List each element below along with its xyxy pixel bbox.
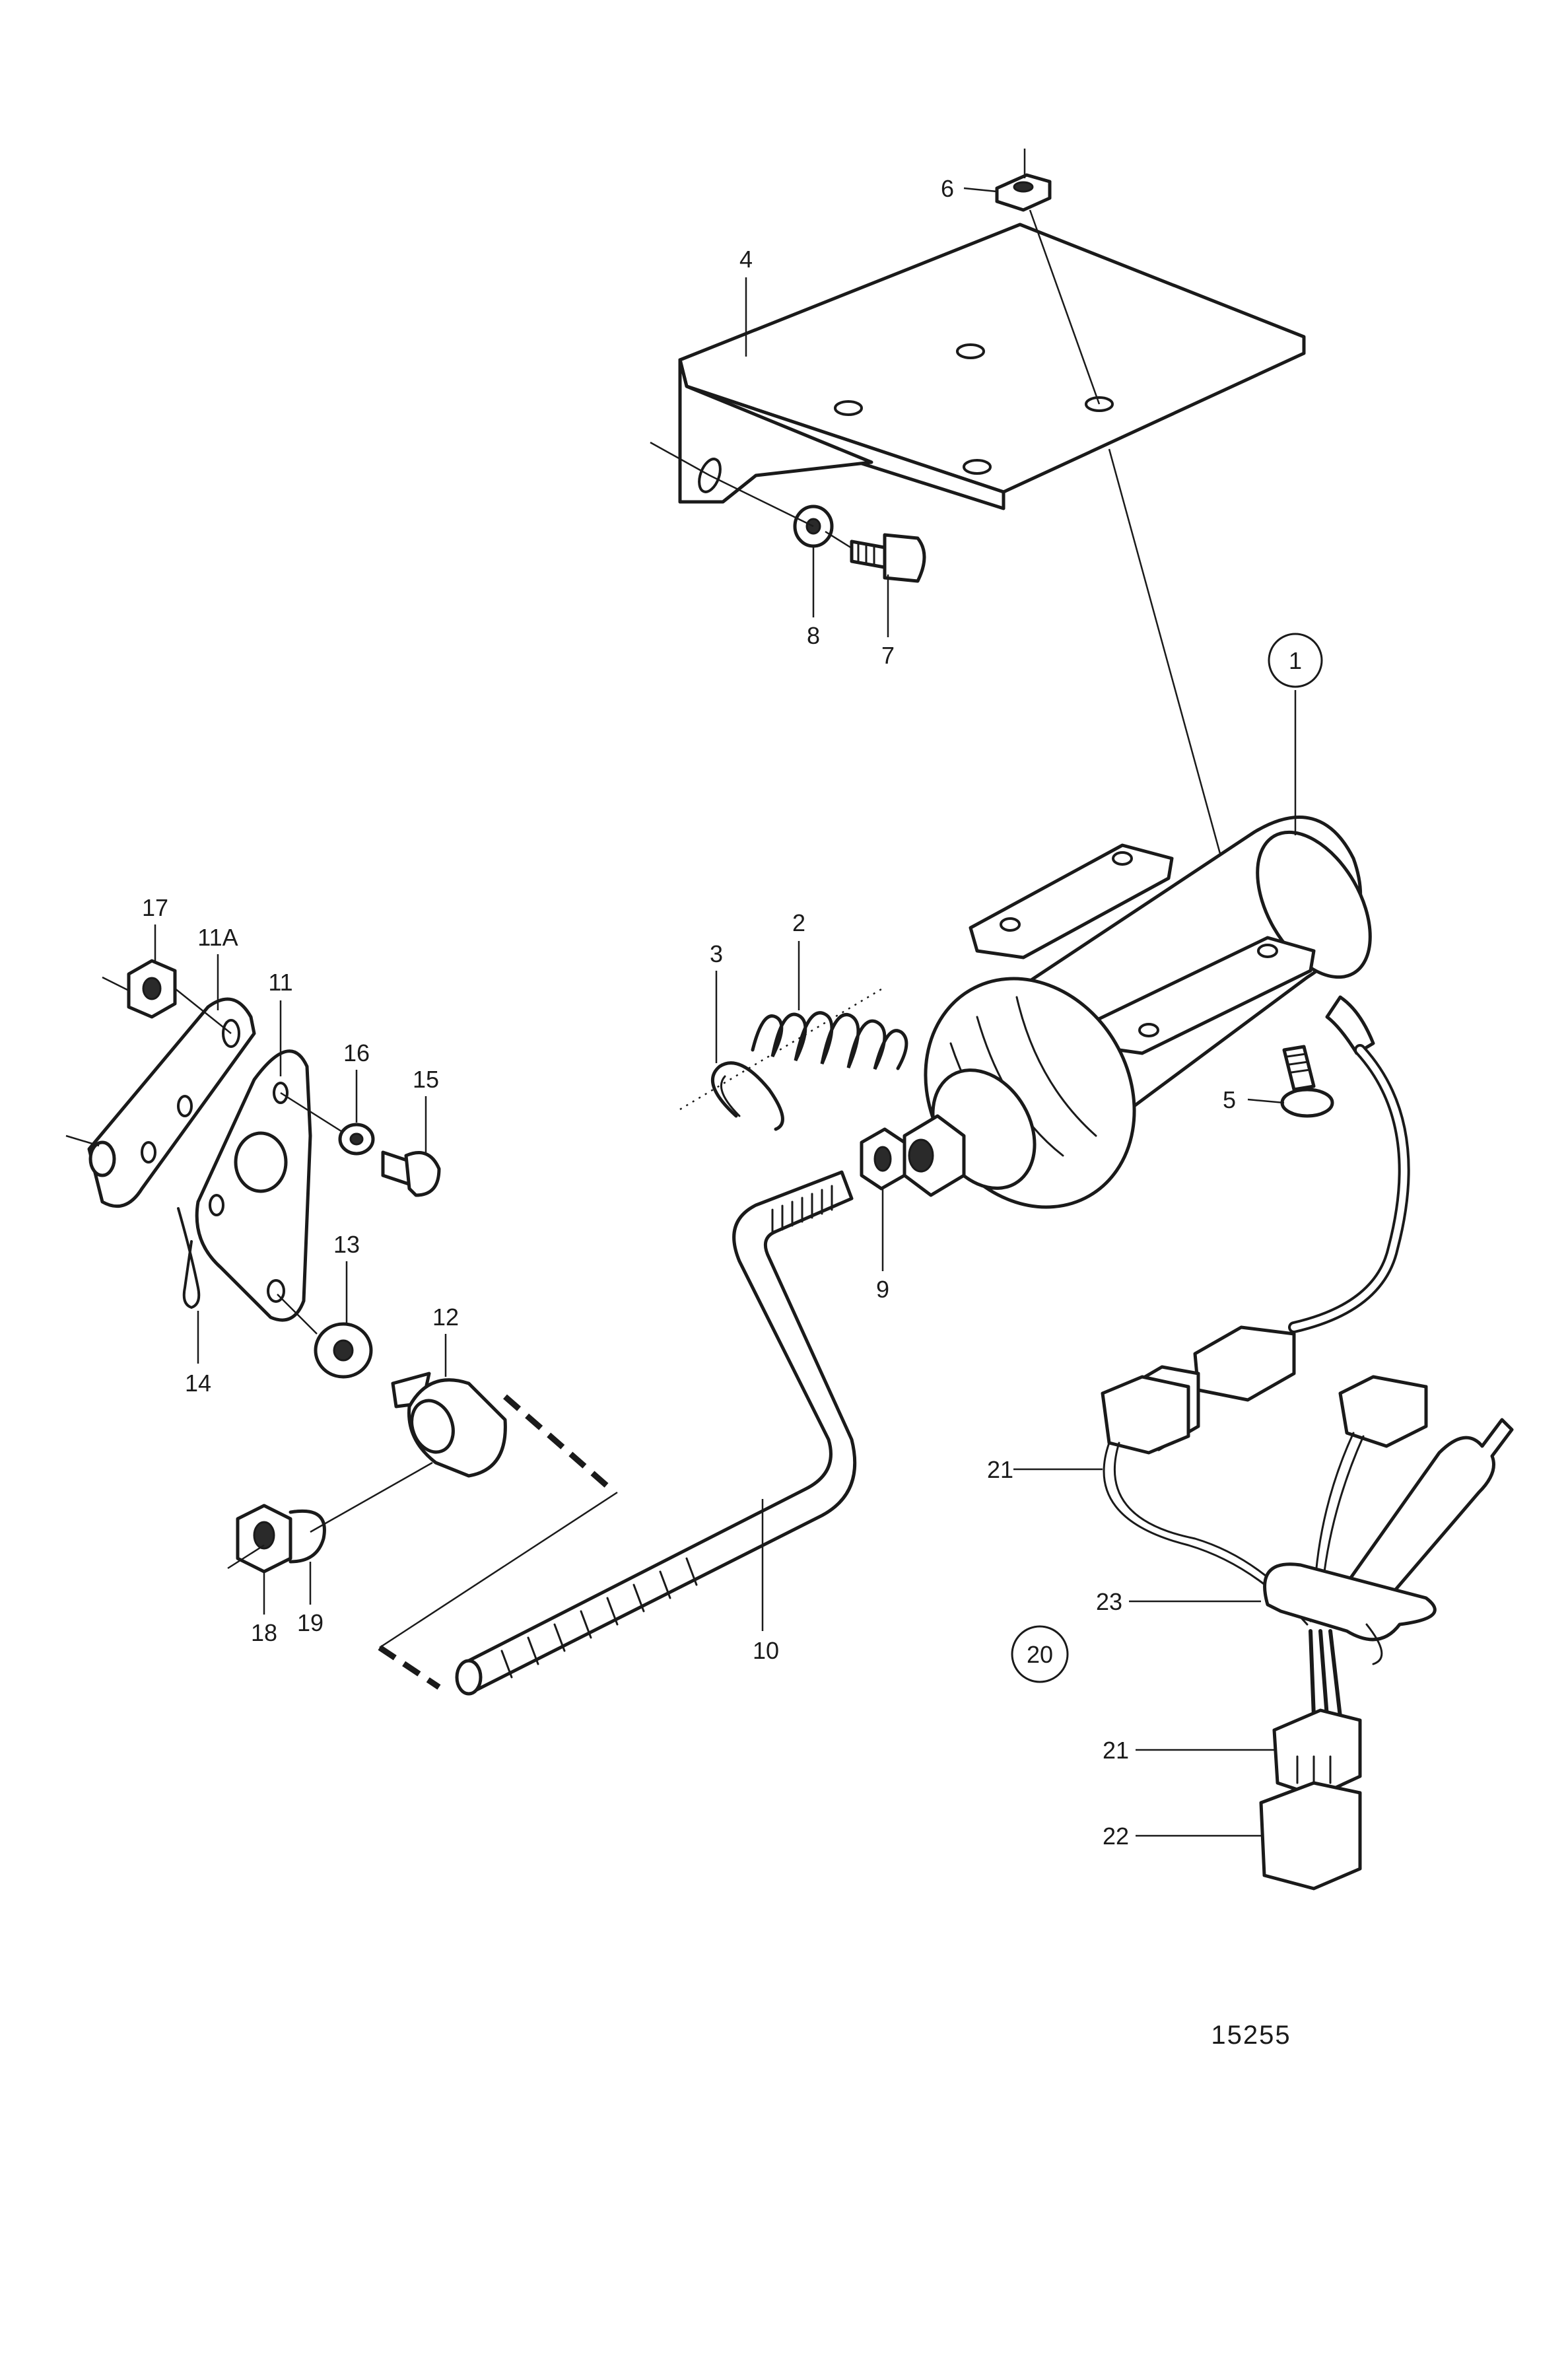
callout-15: 15 xyxy=(413,1066,439,1093)
callout-21-upper: 21 xyxy=(987,1456,1013,1483)
callout-8: 8 xyxy=(807,622,820,649)
callout-7: 7 xyxy=(881,642,895,669)
circlip-3 xyxy=(710,1061,784,1131)
callout-3: 3 xyxy=(710,940,723,967)
spring-2 xyxy=(751,1011,908,1070)
mounting-bracket xyxy=(678,223,1306,510)
callout-2: 2 xyxy=(792,909,805,936)
nut-18 xyxy=(236,1504,292,1574)
callout-21-lower: 21 xyxy=(1103,1737,1129,1764)
callout-20: 20 xyxy=(1027,1641,1053,1668)
callout-11: 11 xyxy=(268,969,292,996)
washer-13 xyxy=(314,1322,373,1379)
control-rod xyxy=(455,1170,857,1696)
cotter-pin-14 xyxy=(177,1207,201,1309)
callout-5: 5 xyxy=(1223,1086,1236,1113)
nut-6 xyxy=(995,173,1052,212)
callout-11a: 11A xyxy=(197,924,238,951)
drawing-number: 15255 xyxy=(1211,2021,1291,2050)
cable-harness xyxy=(1101,1044,1514,1891)
callout-1: 1 xyxy=(1289,647,1302,674)
callout-14: 14 xyxy=(185,1370,211,1397)
callout-10: 10 xyxy=(753,1637,779,1664)
callout-1-circle xyxy=(1268,633,1323,688)
callout-13: 13 xyxy=(333,1231,360,1258)
washer-16 xyxy=(338,1123,375,1156)
callout-6: 6 xyxy=(941,175,954,202)
callout-19: 19 xyxy=(297,1609,324,1636)
callout-16: 16 xyxy=(343,1039,370,1066)
nut-17 xyxy=(127,959,177,1019)
ball-joint-12 xyxy=(391,1372,507,1478)
screw-7 xyxy=(850,533,926,583)
callout-4: 4 xyxy=(739,246,753,273)
callout-12: 12 xyxy=(432,1304,459,1331)
callout-22: 22 xyxy=(1103,1823,1129,1850)
lever-11a xyxy=(87,997,256,1208)
stop-solenoid xyxy=(903,816,1375,1209)
screw-15 xyxy=(381,1150,441,1197)
callout-leaders xyxy=(154,187,1297,1837)
callout-20-circle xyxy=(1011,1625,1069,1683)
callout-17: 17 xyxy=(142,894,168,921)
nut-9 xyxy=(860,1127,906,1191)
callout-9: 9 xyxy=(876,1276,889,1303)
callout-18: 18 xyxy=(251,1619,277,1646)
lock-washer-19 xyxy=(289,1509,326,1564)
callout-23: 23 xyxy=(1096,1588,1122,1615)
screw-5 xyxy=(1280,1045,1334,1118)
